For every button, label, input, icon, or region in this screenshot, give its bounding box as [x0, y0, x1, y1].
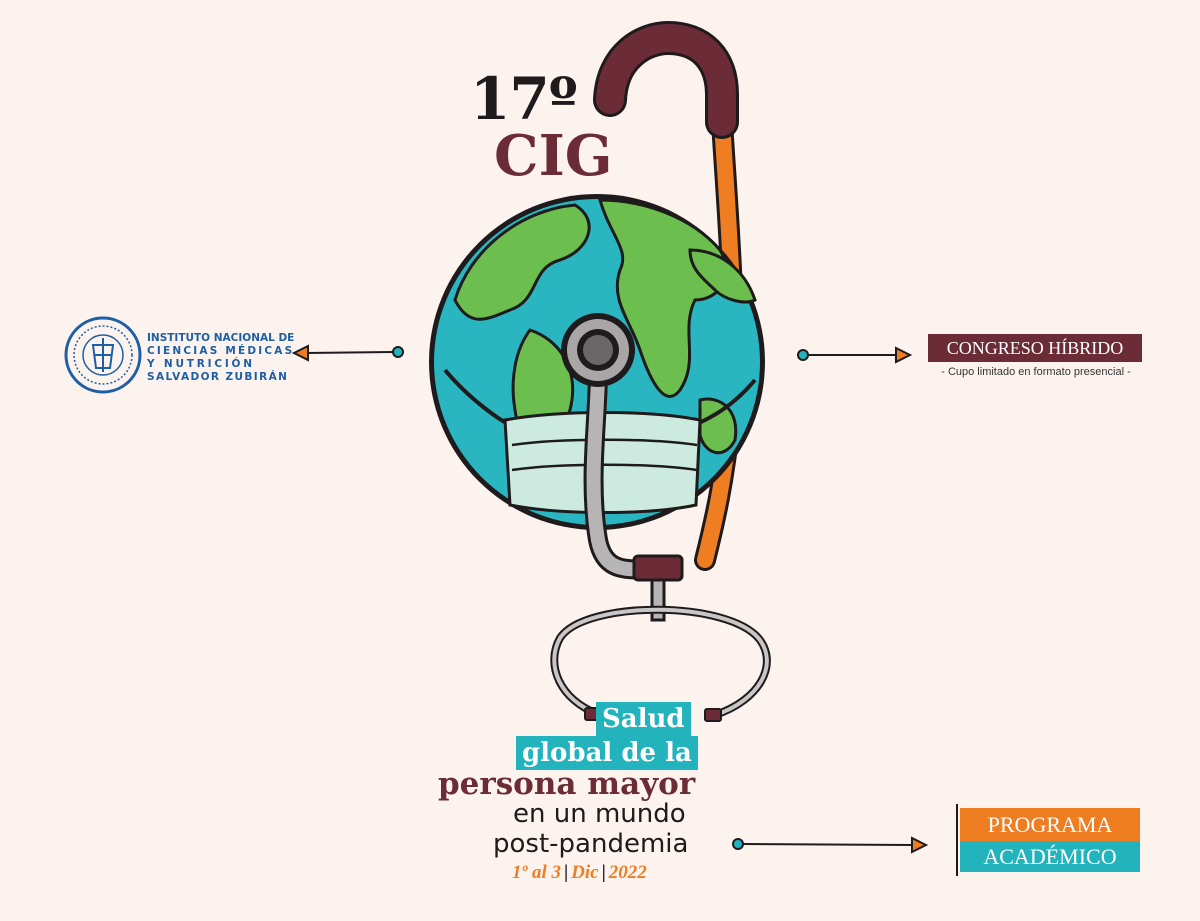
institute-line-2: CIENCIAS MÉDICAS	[147, 345, 295, 357]
left-arrow-icon	[291, 344, 404, 362]
institute-line-4: SALVADOR ZUBIRÁN	[147, 371, 289, 383]
stethoscope-binaural	[550, 605, 771, 719]
hybrid-subtitle: - Cupo limitado en formato presencial -	[941, 366, 1131, 378]
stethoscope-chestpiece-icon	[561, 313, 635, 387]
edition-number: 17º	[470, 65, 578, 133]
right-arrow-icon	[797, 346, 913, 364]
institute-line-1: INSTITUTO NACIONAL DE	[147, 332, 295, 344]
theme-line-2: global de la	[516, 736, 698, 770]
institute-name: INSTITUTO NACIONAL DE CIENCIAS MÉDICAS Y…	[147, 332, 294, 384]
event-acronym: CIG	[494, 123, 613, 189]
theme-line-1: Salud	[596, 702, 691, 736]
program-button-top[interactable]: PROGRAMA	[960, 808, 1140, 841]
theme-line-5: post-pandemia	[493, 829, 689, 859]
program-arrow-icon	[732, 836, 929, 854]
theme-line-4: en un mundo	[513, 799, 686, 829]
theme-line-3: persona mayor	[438, 766, 696, 802]
institute-seal-icon	[64, 316, 142, 394]
event-dates: 1º al 3|Dic|2022	[512, 862, 647, 883]
hybrid-congress-badge: CONGRESO HÍBRIDO	[928, 334, 1142, 362]
program-button-bottom[interactable]: ACADÉMICO	[960, 841, 1140, 872]
dates-year: 2022	[608, 862, 647, 883]
institute-line-3: Y NUTRICIÓN	[147, 358, 255, 370]
stethoscope-connector	[632, 554, 684, 582]
dates-month: Dic	[571, 862, 599, 883]
dates-days: 1º al 3	[512, 862, 561, 883]
